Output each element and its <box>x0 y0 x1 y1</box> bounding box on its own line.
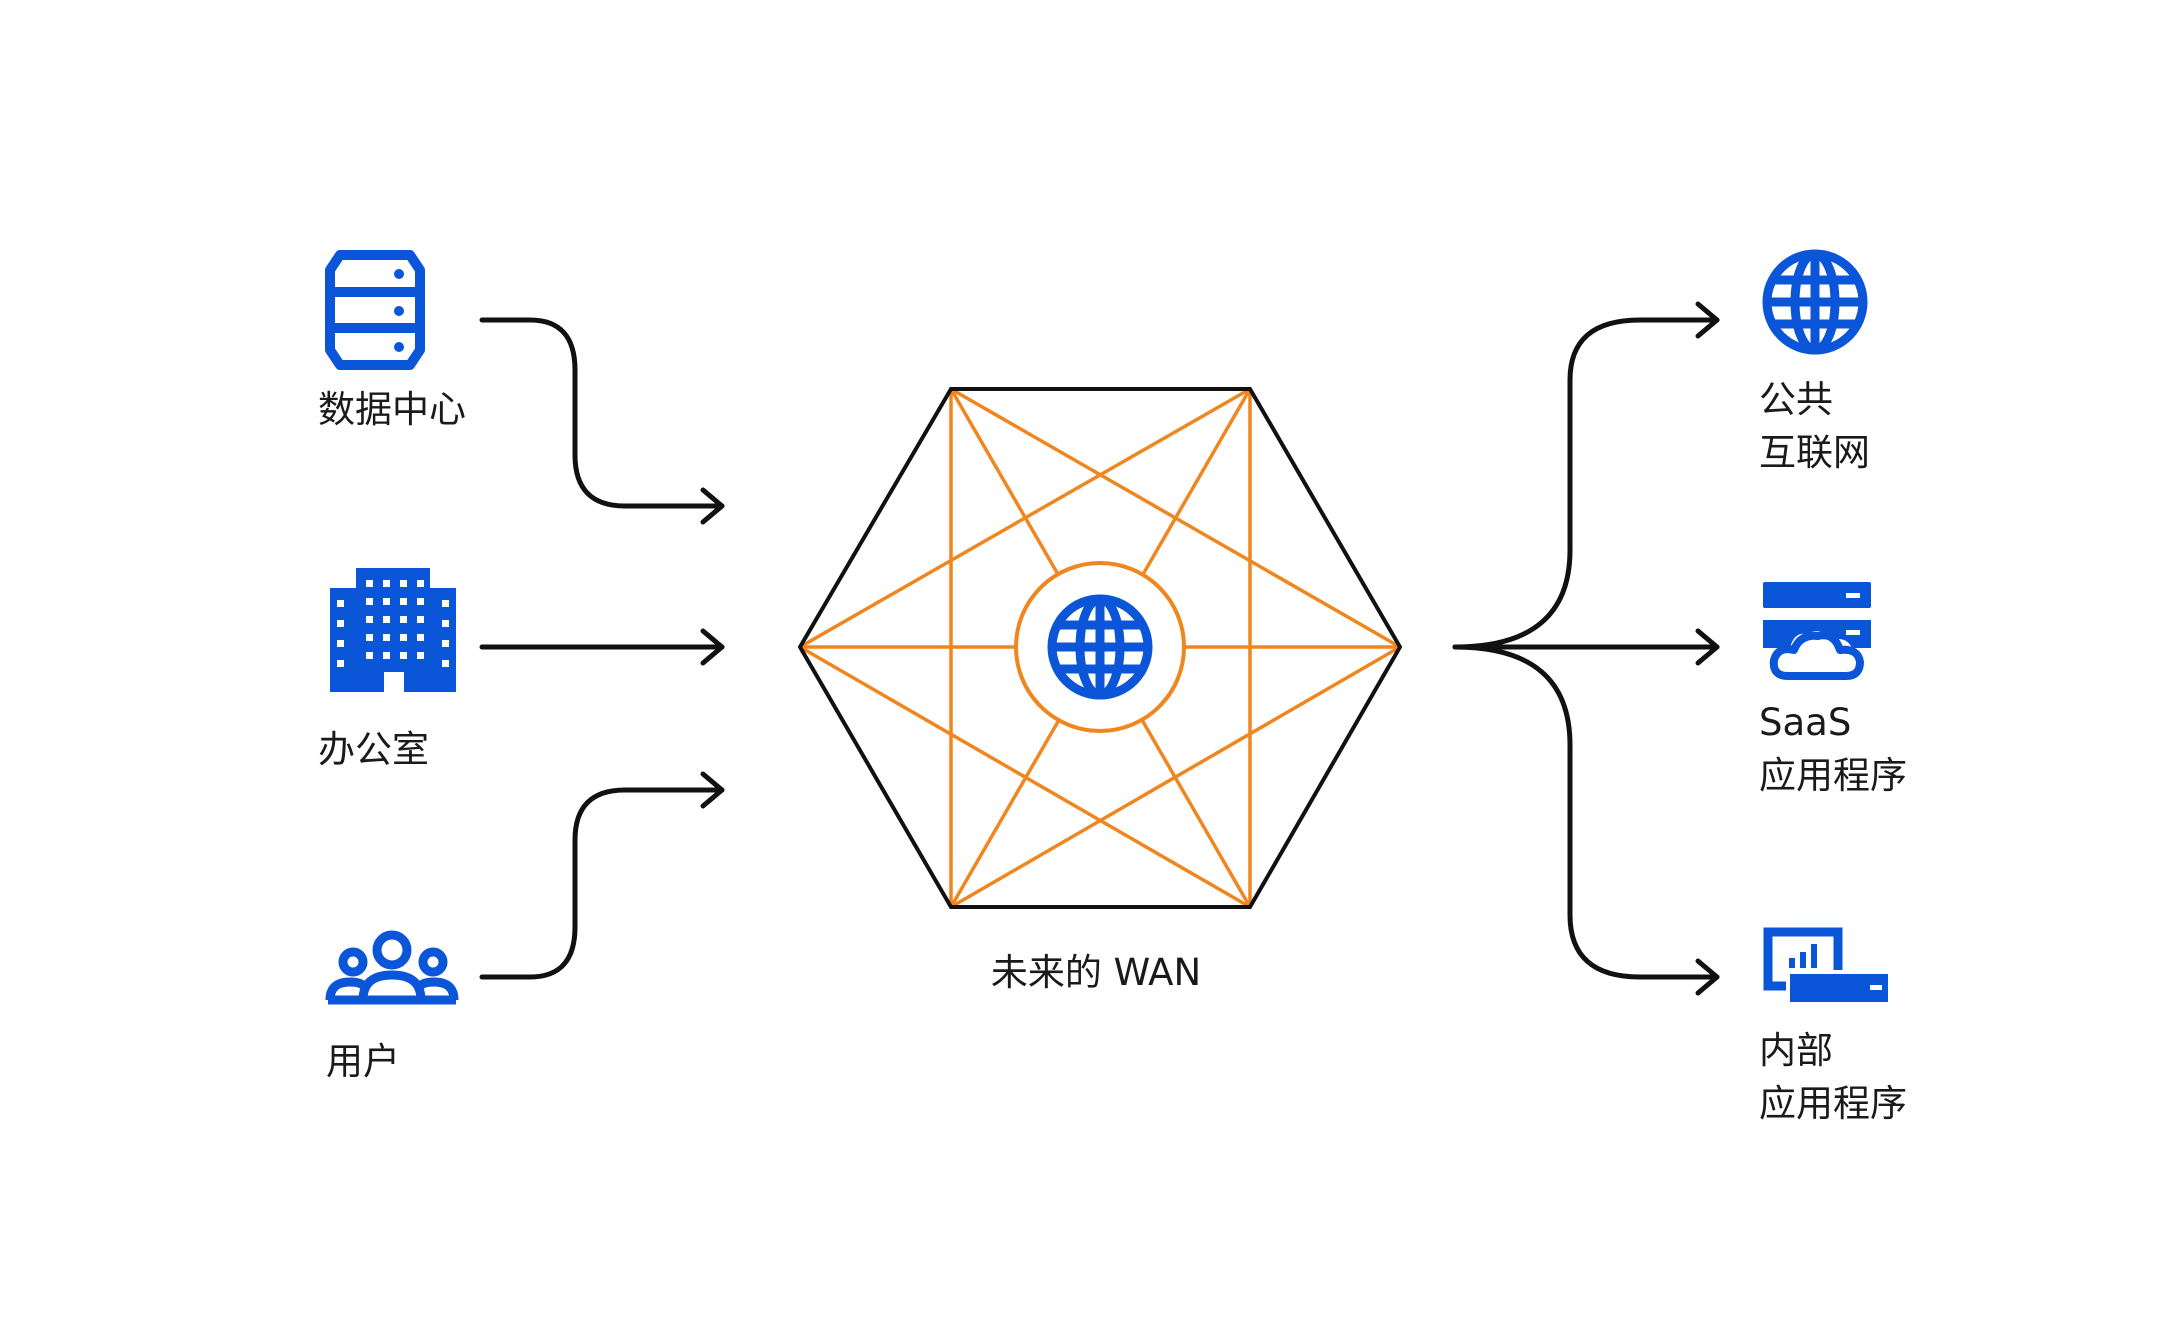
server-stack-icon <box>325 250 425 370</box>
arrowhead-internal <box>1695 958 1720 996</box>
dest-label-saas-1: SaaS <box>1759 701 1851 744</box>
arrowhead-saas <box>1695 628 1720 666</box>
globe-icon <box>1047 594 1153 700</box>
source-label-users: 用户 <box>326 1040 400 1083</box>
connector-users <box>479 787 725 980</box>
connector-internal <box>1452 644 1720 980</box>
dest-label-internet-1: 公共 <box>1759 378 1833 421</box>
office-building-icon <box>330 568 456 692</box>
arrowhead-datacenter <box>700 487 725 525</box>
arrowhead-office <box>700 628 725 666</box>
dest-label-saas-2: 应用程序 <box>1759 754 1907 797</box>
center-label: 未来的 WAN <box>991 951 1201 994</box>
dest-label-internal-1: 内部 <box>1759 1029 1833 1072</box>
arrowhead-internet <box>1695 301 1720 339</box>
source-label-datacenter: 数据中心 <box>318 388 466 431</box>
connector-datacenter <box>479 317 725 509</box>
dest-label-internal-2: 应用程序 <box>1759 1082 1907 1125</box>
arrowhead-users <box>700 771 725 809</box>
dest-label-internet-2: 互联网 <box>1759 431 1870 474</box>
users-group-icon <box>325 930 459 1005</box>
internal-app-dashboard-icon <box>1763 927 1892 1006</box>
connector-internet <box>1452 317 1720 650</box>
saas-cloud-server-icon <box>1763 582 1871 680</box>
wan-hexagon <box>797 387 1403 909</box>
globe-icon <box>1762 249 1868 355</box>
source-label-office: 办公室 <box>318 728 429 771</box>
